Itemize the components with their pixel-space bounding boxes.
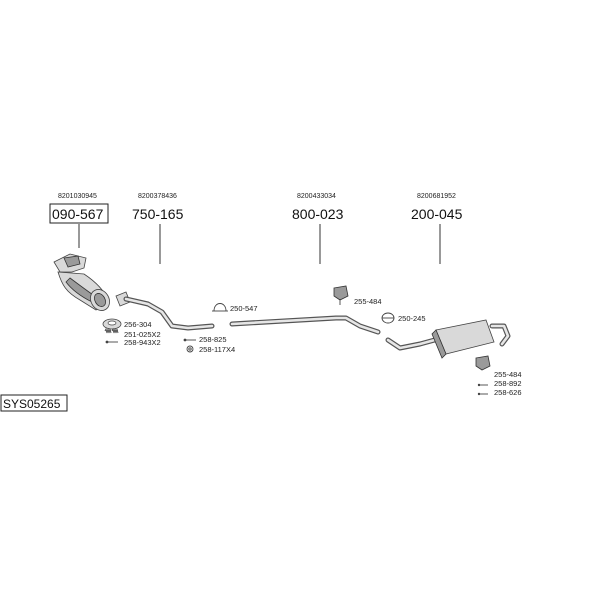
oem-number-middle-pipe: 8200433034 — [297, 193, 336, 200]
oem-number-front-pipe: 8200378436 — [138, 193, 177, 200]
label-rubber-mount-rear: 255-484 — [494, 370, 522, 379]
label-clamp-rear: 250-245 — [398, 314, 426, 323]
rubber-mount-icon — [475, 355, 491, 371]
label-spring: 251-025X2 — [124, 330, 161, 339]
label-rubber-mount-top: 255-484 — [354, 297, 382, 306]
part-number-catalytic-converter[interactable]: 090-567 — [52, 206, 104, 222]
bolt-icon — [105, 340, 118, 344]
spring-icon — [104, 327, 119, 334]
oem-number-catalytic-converter: 8201030945 — [58, 193, 97, 200]
label-bolt: 258-943X2 — [124, 338, 161, 347]
clamp-icon — [212, 303, 228, 312]
front-pipe-drawing[interactable] — [115, 291, 215, 331]
middle-pipe-drawing[interactable] — [229, 315, 381, 335]
label-nut: 258-117X4 — [199, 345, 235, 354]
rubber-mount-icon — [333, 285, 349, 305]
bolt-icon — [477, 392, 488, 396]
rear-silencer-drawing[interactable] — [385, 319, 511, 359]
clamp-ring-icon — [381, 312, 395, 324]
label-bolt-front: 258-825 — [199, 335, 227, 344]
part-number-rear-silencer[interactable]: 200-045 — [411, 206, 463, 222]
system-code: SYS05265 — [3, 397, 61, 411]
label-clamp-front: 250-547 — [230, 304, 258, 313]
gasket-ring-icon — [102, 318, 122, 330]
part-number-middle-pipe[interactable]: 800-023 — [292, 206, 344, 222]
nut-icon — [186, 345, 194, 353]
bolt-icon — [183, 338, 196, 342]
bolt-icon — [477, 383, 488, 387]
part-number-front-pipe[interactable]: 750-165 — [132, 206, 184, 222]
label-bolt-rear-2: 258-626 — [494, 388, 522, 397]
part-number-box — [49, 203, 109, 224]
label-gasket: 256-304 — [124, 320, 152, 329]
label-bolt-rear-1: 258-892 — [494, 379, 522, 388]
system-code-box — [0, 394, 68, 412]
oem-number-rear-silencer: 8200681952 — [417, 193, 456, 200]
catalytic-converter-drawing[interactable] — [53, 253, 113, 314]
